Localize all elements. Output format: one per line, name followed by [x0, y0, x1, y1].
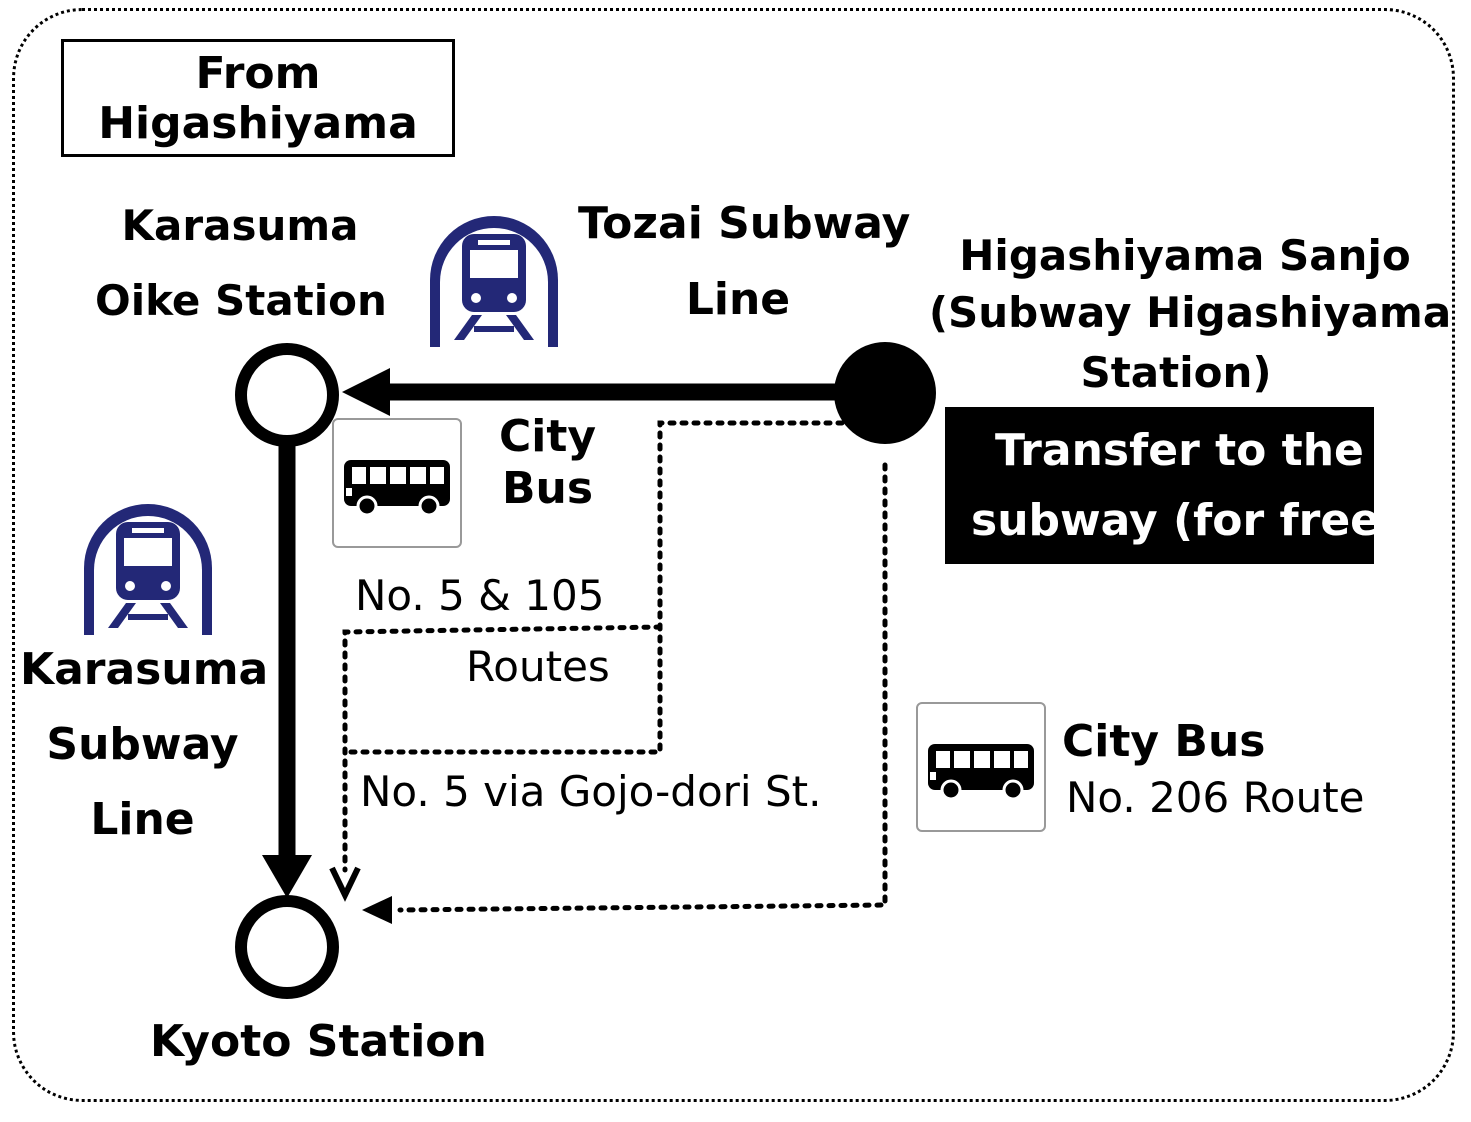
transfer-note-line-1: Transfer to the — [995, 425, 1364, 476]
kyoto-station-label: Kyoto Station — [150, 1016, 487, 1067]
bus-206-route — [397, 462, 888, 913]
karasuma-oike-label-2: Oike Station — [95, 276, 387, 325]
tozai-line-label-1: Tozai Subway — [578, 198, 911, 249]
bus-5-105-route — [342, 624, 663, 873]
gojo-bus-route — [342, 420, 845, 755]
bus-icon — [332, 418, 462, 548]
city-bus-label-2: Bus — [501, 463, 594, 514]
title-line-1: From — [195, 48, 321, 99]
bus-icon — [916, 702, 1046, 832]
bus-5-105-arrowhead — [329, 866, 361, 902]
diagram-frame — [12, 8, 1455, 1102]
karasuma-oike-station-marker — [235, 343, 339, 447]
kyoto-station-marker — [235, 895, 339, 999]
bus-5-105-routes-line-2: Routes — [466, 642, 610, 691]
bus-206-arrowhead — [362, 896, 392, 924]
gojo-route-label: No. 5 via Gojo-dori St. — [360, 767, 822, 816]
karasuma-line-label-1: Karasuma — [20, 644, 269, 695]
higashiyama-sanjo-label-3: Station) — [1080, 348, 1272, 397]
title-line-2: Higashiyama — [98, 98, 418, 149]
karasuma-oike-label-1: Karasuma — [121, 201, 359, 250]
karasuma-line-label-2: Subway — [46, 719, 239, 770]
higashiyama-sanjo-station-marker — [834, 342, 936, 444]
karasuma-arrowhead — [262, 855, 312, 898]
tozai-line-label-2: Line — [685, 274, 791, 325]
subway-train-icon — [84, 504, 212, 635]
city-bus-206-label: City Bus — [1062, 716, 1266, 767]
subway-train-icon — [430, 216, 558, 347]
city-bus-label-1: City — [498, 411, 597, 462]
bus-5-105-routes-line-1: No. 5 & 105 — [355, 571, 605, 620]
tozai-arrowhead — [342, 368, 390, 416]
karasuma-line-label-3: Line — [90, 794, 195, 845]
transfer-note-line-2: subway (for free) — [971, 495, 1401, 546]
transfer-note: Transfer to the subway (for free) — [945, 407, 1400, 564]
title-box: From Higashiyama — [61, 39, 455, 157]
higashiyama-sanjo-label-1: Higashiyama Sanjo — [959, 231, 1411, 280]
city-bus-206-route: No. 206 Route — [1066, 773, 1365, 822]
higashiyama-sanjo-label-2: (Subway Higashiyama — [928, 288, 1452, 337]
